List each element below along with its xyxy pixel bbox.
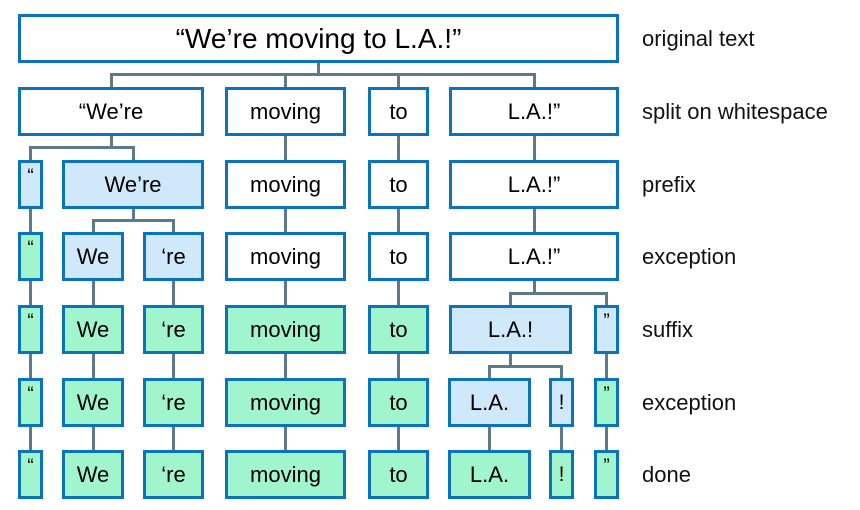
connector-line xyxy=(284,281,287,305)
stage-label: split on whitespace xyxy=(642,99,828,124)
connector-line xyxy=(132,209,135,222)
token-box: ‘re xyxy=(143,232,204,281)
connector-line xyxy=(284,209,287,232)
connector-line xyxy=(284,136,287,160)
connector-line xyxy=(92,219,175,222)
connector-line xyxy=(397,73,400,87)
token-box: “ xyxy=(18,450,43,499)
token-box: “ xyxy=(18,232,43,281)
token-box: L.A.!” xyxy=(449,232,619,281)
token-box: moving xyxy=(225,305,346,354)
token-box: L.A.! xyxy=(449,305,572,354)
token-box: “ xyxy=(18,160,43,209)
token-box: We’re xyxy=(62,160,204,209)
connector-line xyxy=(110,73,536,76)
stage-label: suffix xyxy=(642,317,693,342)
stage-label: exception xyxy=(642,390,737,415)
connector-line xyxy=(605,354,608,378)
connector-line xyxy=(172,281,175,305)
token-box: “ xyxy=(18,378,43,427)
connector-line xyxy=(110,136,113,149)
token-box: “ xyxy=(18,305,43,354)
connector-line xyxy=(488,427,491,450)
connector-line xyxy=(92,219,95,232)
connector-line xyxy=(397,136,400,160)
token-box: ! xyxy=(549,378,574,427)
token-box: “We’re xyxy=(18,87,204,136)
token-box: ” xyxy=(594,378,619,427)
connector-line xyxy=(533,281,536,295)
connector-line xyxy=(29,146,135,149)
stage-label: prefix xyxy=(642,172,696,197)
token-box: We xyxy=(62,232,124,281)
connector-line xyxy=(533,73,536,87)
connector-line xyxy=(172,354,175,378)
stage-label: exception xyxy=(642,244,737,269)
connector-line xyxy=(110,73,113,87)
token-box: to xyxy=(368,232,429,281)
connector-line xyxy=(509,292,608,295)
token-box: moving xyxy=(225,378,346,427)
connector-line xyxy=(29,281,32,305)
token-box: We xyxy=(62,305,124,354)
connector-line xyxy=(533,209,536,232)
connector-line xyxy=(533,136,536,160)
connector-line xyxy=(605,427,608,450)
token-box: L.A.!” xyxy=(449,160,619,209)
token-box: to xyxy=(368,305,429,354)
connector-line xyxy=(92,281,95,305)
token-box: ‘re xyxy=(143,378,204,427)
connector-line xyxy=(560,365,563,378)
token-box: L.A.!” xyxy=(449,87,619,136)
token-box: ” xyxy=(594,305,619,354)
connector-line xyxy=(172,219,175,232)
stage-label: done xyxy=(642,462,691,487)
connector-line xyxy=(397,427,400,450)
connector-line xyxy=(509,292,512,305)
token-box: ” xyxy=(594,450,619,499)
stage-label: original text xyxy=(642,26,755,51)
connector-line xyxy=(488,365,491,378)
connector-line xyxy=(509,354,512,368)
connector-line xyxy=(560,427,563,450)
token-box: moving xyxy=(225,232,346,281)
connector-line xyxy=(397,354,400,378)
token-box: moving xyxy=(225,160,346,209)
connector-line xyxy=(397,281,400,305)
connector-line xyxy=(29,209,32,232)
connector-line xyxy=(172,427,175,450)
connector-line xyxy=(605,292,608,305)
token-box: to xyxy=(368,378,429,427)
connector-line xyxy=(92,354,95,378)
token-box: ! xyxy=(549,450,574,499)
connector-line xyxy=(488,365,563,368)
connector-line xyxy=(29,354,32,378)
connector-line xyxy=(284,73,287,87)
connector-line xyxy=(284,354,287,378)
token-box: to xyxy=(368,160,429,209)
token-box: We xyxy=(62,378,124,427)
connector-line xyxy=(29,146,32,160)
token-box: to xyxy=(368,450,429,499)
connector-line xyxy=(132,146,135,160)
token-box: L.A. xyxy=(448,450,531,499)
token-box: ‘re xyxy=(143,450,204,499)
token-box: We xyxy=(62,450,124,499)
token-box: moving xyxy=(225,450,346,499)
token-box: ‘re xyxy=(143,305,204,354)
connector-line xyxy=(92,427,95,450)
token-box: moving xyxy=(225,87,346,136)
token-box: to xyxy=(368,87,429,136)
original-text-box: “We’re moving to L.A.!” xyxy=(18,14,619,63)
connector-line xyxy=(284,427,287,450)
connector-line xyxy=(397,209,400,232)
connector-line xyxy=(317,63,320,76)
token-box: L.A. xyxy=(448,378,531,427)
connector-line xyxy=(29,427,32,450)
